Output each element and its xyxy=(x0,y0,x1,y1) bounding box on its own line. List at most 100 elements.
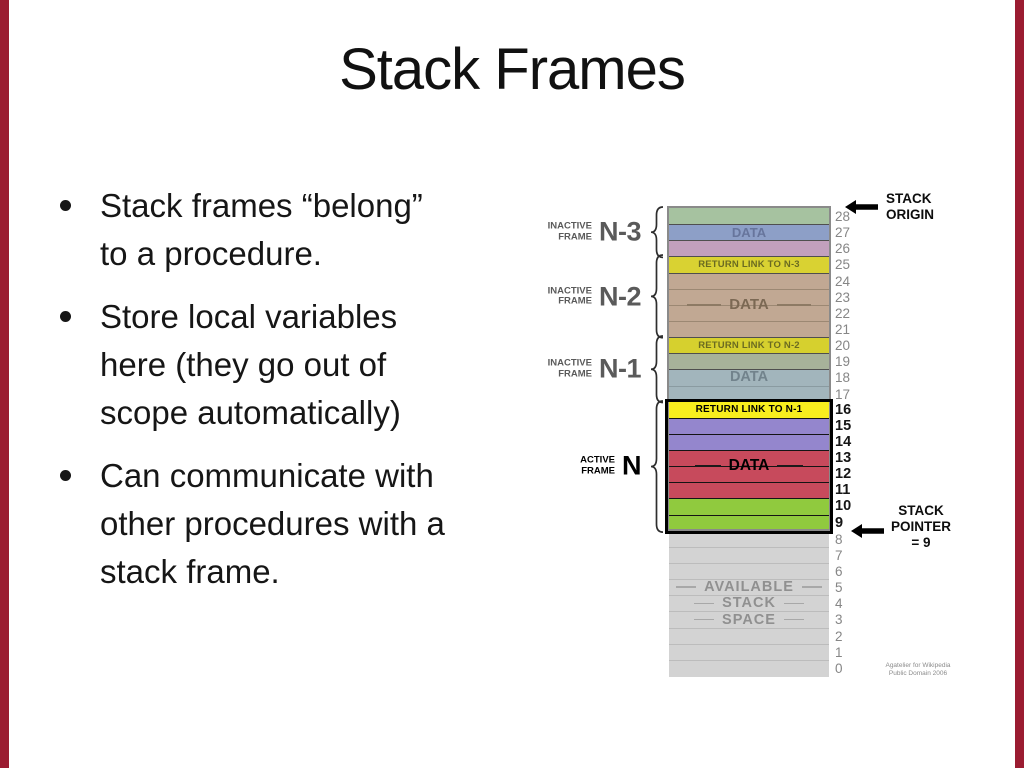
stack-row-19 xyxy=(669,353,829,371)
frame-brace-N-3 xyxy=(650,206,664,259)
frame-label-small: INACTIVE FRAME xyxy=(547,285,592,307)
cell-label: RETURN LINK TO N-2 xyxy=(669,337,829,353)
cell-label-text: DATA xyxy=(729,369,769,386)
frame-label-N-1: INACTIVE FRAME N-1 xyxy=(547,353,642,385)
row-number-8: 8 xyxy=(835,531,843,547)
cell-label: RETURN LINK TO N-3 xyxy=(669,256,829,272)
stack-pointer-arrow xyxy=(851,524,884,538)
row-number-26: 26 xyxy=(835,241,851,257)
frame-label-big: N-2 xyxy=(598,281,642,312)
stack-row-16 xyxy=(669,401,829,419)
row-number-24: 24 xyxy=(835,273,851,289)
frame-label-N-2: INACTIVE FRAME N-2 xyxy=(547,281,642,312)
row-number-10: 10 xyxy=(835,498,852,515)
dash-line xyxy=(694,465,721,467)
cell-label-text: DATA xyxy=(728,457,770,475)
row-number-27: 27 xyxy=(835,225,851,241)
row-number-13: 13 xyxy=(835,450,852,467)
bullet-text: Store local variables here (they go out … xyxy=(100,298,401,431)
row-number-18: 18 xyxy=(835,370,851,386)
cell-label-text: STACK xyxy=(722,595,776,612)
stack-row-7 xyxy=(669,546,829,564)
row-number-23: 23 xyxy=(835,289,851,305)
row-number-11: 11 xyxy=(835,482,851,499)
active-frame-border xyxy=(665,399,833,534)
stack-column-border xyxy=(667,206,831,531)
stack-row-20 xyxy=(669,337,829,354)
row-number-2: 2 xyxy=(835,628,843,644)
row-number-0: 0 xyxy=(835,660,843,676)
stack-row-9 xyxy=(669,514,829,532)
stack-row-17 xyxy=(669,385,829,403)
diagram-attribution: Agatelier for Wikipedia Public Domain 20… xyxy=(885,662,951,677)
cell-label-text: RETURN LINK TO N-3 xyxy=(698,258,800,270)
stack-row-21 xyxy=(669,320,829,338)
slide-title: Stack Frames xyxy=(339,37,686,102)
dash-line xyxy=(783,602,804,605)
row-number-4: 4 xyxy=(835,596,843,612)
frame-brace-N xyxy=(650,399,664,533)
row-number-20: 20 xyxy=(835,338,851,354)
bullet-dot xyxy=(60,200,71,211)
row-number-14: 14 xyxy=(835,433,852,450)
cell-label-text: RETURN LINK TO N-2 xyxy=(698,339,800,351)
stack-row-15 xyxy=(669,417,829,435)
row-number-12: 12 xyxy=(835,466,852,483)
left-accent-bar xyxy=(0,0,9,768)
stack-row-0 xyxy=(669,659,829,677)
stack-row-2 xyxy=(669,627,829,645)
frame-label-big: N xyxy=(622,450,642,481)
stack-row-12 xyxy=(669,466,829,484)
cell-label-text: DATA xyxy=(729,296,769,314)
stack-row-26 xyxy=(669,240,829,258)
stack-row-11 xyxy=(669,482,829,500)
stack-row-24 xyxy=(669,272,829,290)
stack-row-18 xyxy=(669,369,829,387)
row-number-19: 19 xyxy=(835,354,851,370)
stack-pointer-label: STACK POINTER = 9 xyxy=(890,503,951,550)
frame-brace-N-2 xyxy=(650,254,664,339)
stack-row-22 xyxy=(669,304,829,322)
row-number-3: 3 xyxy=(835,612,843,628)
frame-brace-N-1 xyxy=(650,335,664,404)
dash-line xyxy=(801,586,822,588)
stack-row-10 xyxy=(669,498,829,516)
frame-label-big: N-3 xyxy=(598,216,642,247)
row-number-7: 7 xyxy=(835,547,843,563)
bullet-item: Can communicate with other procedures wi… xyxy=(60,452,530,596)
stack-row-14 xyxy=(669,433,829,451)
row-number-1: 1 xyxy=(835,644,843,660)
dash-line xyxy=(694,618,715,621)
row-number-5: 5 xyxy=(835,580,843,596)
row-number-9: 9 xyxy=(835,514,844,531)
cell-label: AVAILABLE xyxy=(669,579,829,595)
cell-label: DATA xyxy=(669,369,829,385)
row-number-28: 28 xyxy=(835,209,851,224)
frame-label-big: N-1 xyxy=(598,353,642,384)
stack-row-3 xyxy=(669,611,829,629)
row-number-6: 6 xyxy=(835,564,843,580)
bullet-list: Stack frames “belong” to a procedure.Sto… xyxy=(60,182,530,611)
cell-label-text: AVAILABLE xyxy=(704,579,794,596)
stack-row-23 xyxy=(669,288,829,306)
dash-line xyxy=(676,586,697,588)
row-number-17: 17 xyxy=(835,386,851,402)
dash-line xyxy=(776,304,811,306)
bullet-dot xyxy=(60,470,71,481)
row-number-15: 15 xyxy=(835,417,852,434)
cell-label-text: DATA xyxy=(731,224,767,240)
cell-label: DATA xyxy=(669,273,829,338)
dash-line xyxy=(687,304,722,306)
stack-row-13 xyxy=(669,450,829,467)
bullet-text: Can communicate with other procedures wi… xyxy=(100,457,445,590)
stack-origin-arrow xyxy=(845,200,878,214)
stack-row-8 xyxy=(669,530,829,548)
frame-label-small: INACTIVE FRAME xyxy=(547,357,592,380)
cell-label: DATA xyxy=(669,224,829,240)
cell-label-text: RETURN LINK TO N-1 xyxy=(695,404,803,416)
bullet-dot xyxy=(60,311,71,322)
stack-row-25 xyxy=(669,256,829,274)
